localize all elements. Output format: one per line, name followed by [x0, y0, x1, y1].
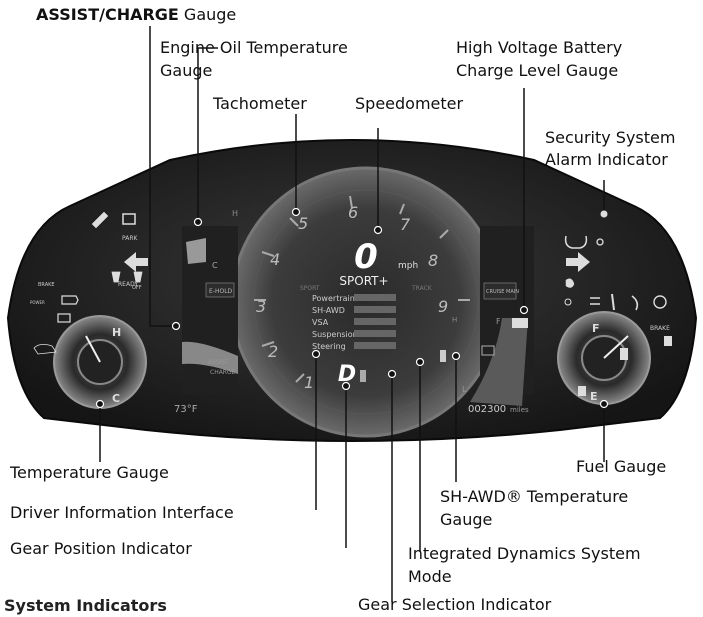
mode-item-vsa: VSA: [312, 318, 329, 327]
mode-item-shawd: SH-AWD: [312, 306, 345, 315]
shawd-temp-label-1: SH-AWD® Temperature: [440, 487, 629, 506]
vsa-icon: [111, 271, 121, 283]
key-icon: [596, 238, 604, 246]
speedometer-label: Speedometer: [355, 94, 464, 113]
oil-pressure-icon: [33, 344, 57, 355]
gear-position-indicator-label: Gear Position Indicator: [10, 539, 192, 558]
temp-c: C: [112, 392, 120, 405]
odometer-value: 002300: [468, 404, 506, 415]
tpms-icon: [564, 235, 588, 249]
assist-charge-gauge-label: ASSIST/CHARGE Gauge: [36, 5, 237, 24]
seatbelt-icon: [122, 213, 136, 225]
odometer-readout: 002300 miles: [468, 404, 529, 415]
wrench-icon: [91, 211, 109, 229]
drive-mode: SPORT+: [339, 274, 388, 288]
brake-label: BRAKE: [650, 325, 670, 332]
assist-label: ASSIST: [208, 359, 229, 366]
cruise-main-label: CRUISE MAIN: [486, 289, 519, 295]
mode-item-suspension: Suspension: [312, 330, 358, 339]
integrated-dynamics-label-2: Mode: [408, 567, 452, 586]
check-engine-icon: [61, 295, 79, 305]
mode-item-steering: Steering: [312, 342, 346, 351]
tach-number-3: 3: [256, 297, 266, 316]
gear-selection-indicator-label: Gear Selection Indicator: [358, 595, 552, 614]
security-alarm-label-1: Security System: [545, 128, 676, 147]
temp-h: H: [112, 326, 121, 339]
tach-number-9: 9: [438, 297, 448, 316]
oil-h: H: [232, 209, 238, 218]
e-hold-label: E-HOLD: [209, 288, 233, 295]
drive-mode-right: TRACK: [411, 285, 433, 292]
tach-number-4: 4: [270, 250, 280, 269]
tach-number-6: 6: [348, 203, 358, 222]
speed-readout: 0: [354, 237, 378, 277]
tach-number-5: 5: [298, 214, 308, 233]
battery-warning-icon: [57, 313, 71, 323]
airbag-icon: [631, 295, 639, 311]
shawd-temp-label-2: Gauge: [440, 510, 493, 529]
tach-number-7: 7: [400, 215, 411, 234]
brake-system-icon: [653, 295, 667, 309]
odometer-unit: miles: [510, 406, 529, 414]
brake-hold-icon: [664, 336, 672, 346]
tach-number-1: 1: [304, 373, 314, 392]
security-alarm-label-2: Alarm Indicator: [545, 150, 668, 169]
brake-wear-label: BRAKE: [38, 282, 55, 288]
mode-item-powertrain: Powertrain: [312, 294, 355, 303]
info-icon: [564, 298, 572, 306]
charge-label: CHARGE: [210, 369, 236, 376]
integrated-dynamics-label-1: Integrated Dynamics System: [408, 544, 641, 563]
tachometer-label: Tachometer: [213, 94, 307, 113]
battery-l: L: [462, 385, 467, 394]
driver-info-interface-label: Driver Information Interface: [10, 503, 234, 522]
temperature-gauge-label: Temperature Gauge: [10, 463, 169, 482]
tach-number-2: 2: [268, 342, 278, 361]
vsa-off-label: OFF: [132, 285, 142, 291]
right-arrow-icon: [566, 252, 590, 272]
fuel-f: F: [592, 322, 600, 335]
battery-gauge-label-1: High Voltage Battery: [456, 38, 623, 57]
shawd-h: H: [452, 316, 457, 324]
system-indicators-heading: System Indicators: [4, 596, 167, 615]
park-label: PARK: [122, 235, 139, 242]
battery-f: F: [496, 317, 501, 326]
gear-position: D: [338, 362, 356, 387]
battery-gauge-label-2: Charge Level Gauge: [456, 61, 619, 80]
fuel-gauge-label: Fuel Gauge: [576, 457, 667, 476]
drive-mode-left: SPORT: [300, 285, 320, 292]
fuel-pump-icon: [620, 348, 628, 360]
tachometer-dial: [230, 166, 502, 438]
engine-oil-temp-label-2: Gauge: [160, 61, 213, 80]
oil-c: C: [212, 261, 218, 270]
power-system-label: POWER: [30, 300, 45, 305]
fuel-pump-small-icon: [578, 386, 586, 396]
speed-unit: mph: [398, 261, 418, 271]
vsa-off-icon: [133, 271, 143, 283]
ready-label: READY: [118, 281, 138, 288]
fog-light-icon: [590, 297, 600, 305]
seat-belt-indicator-icon: [611, 293, 615, 311]
leader-dots: [95, 207, 609, 409]
engine-oil-temp-label-1: Engine Oil Temperature: [160, 38, 348, 57]
leader-lines: [99, 26, 605, 602]
fuel-e: E: [590, 390, 598, 403]
tachometer-ticks: [254, 195, 470, 383]
tach-number-8: 8: [428, 251, 438, 270]
security-alarm-icon: [600, 210, 608, 218]
left-arrow-icon: [124, 252, 148, 272]
outside-temperature: 73°F: [174, 404, 198, 415]
headlight-icon: [565, 278, 575, 288]
